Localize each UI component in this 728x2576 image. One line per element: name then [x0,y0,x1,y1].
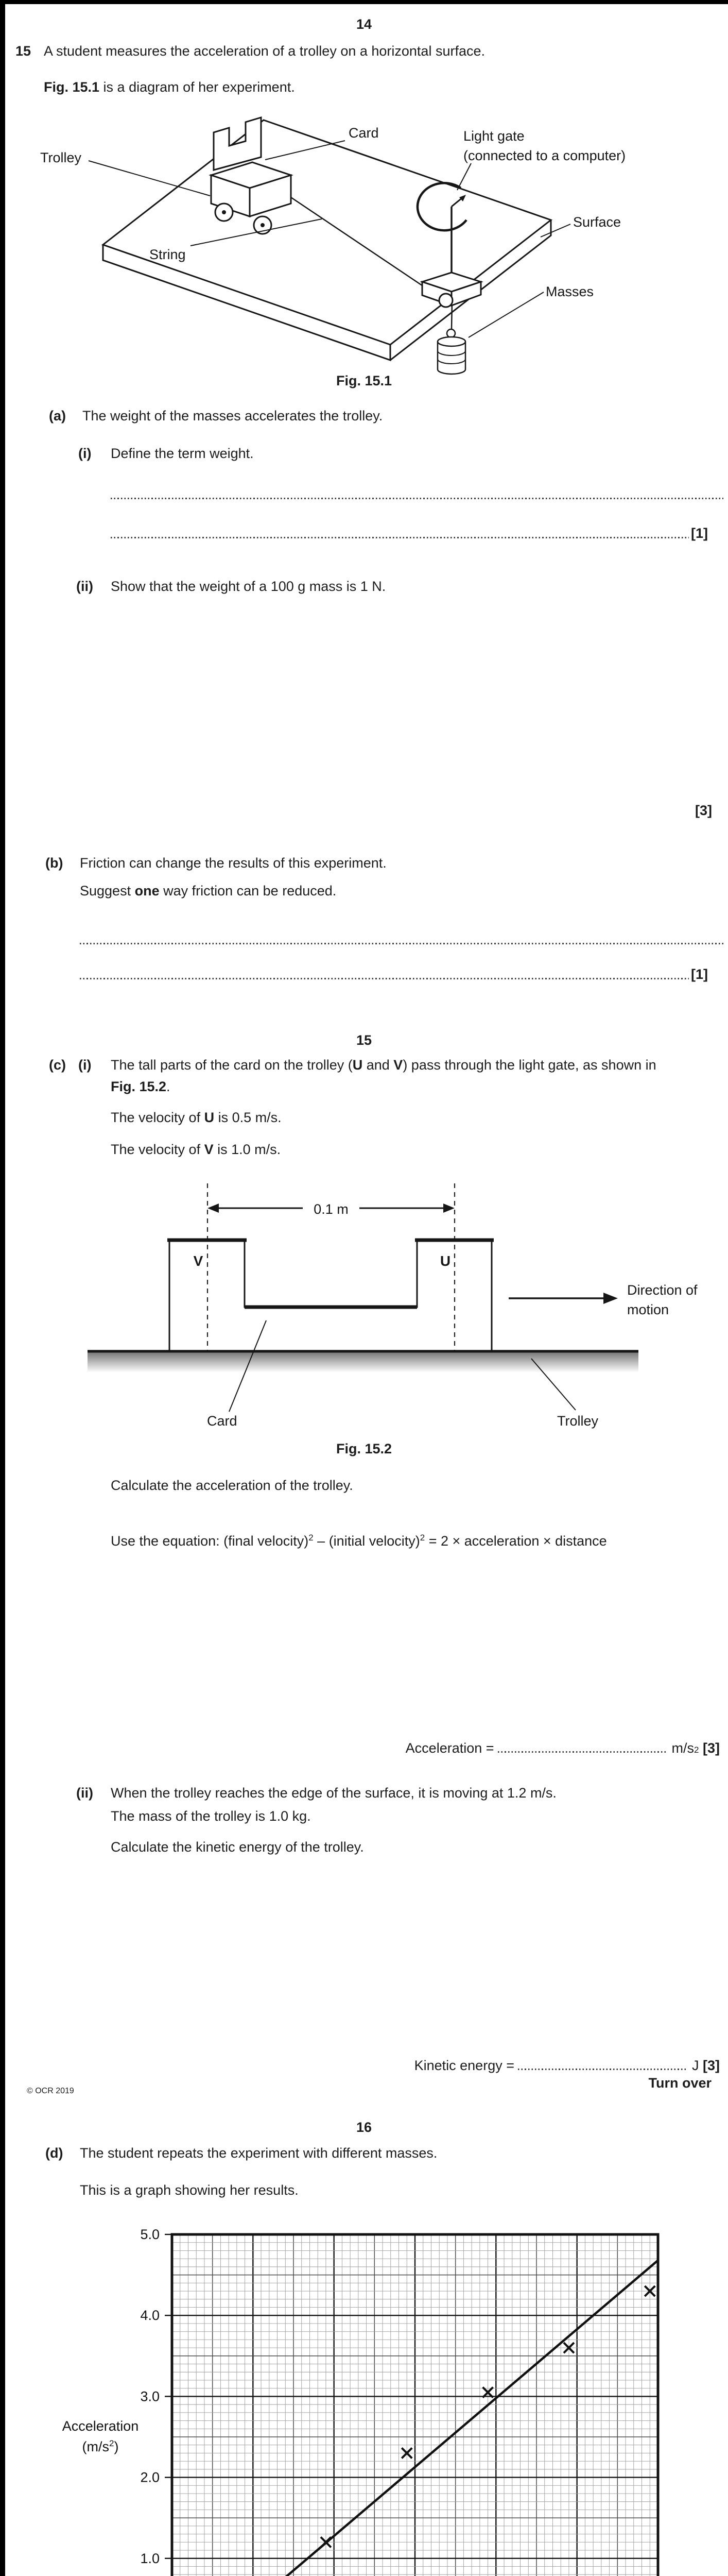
copyright-notice: © OCR 2019 [27,2087,74,2095]
kinetic-energy-answer-row: Kinetic energy = J [3] [414,2058,720,2073]
y-axis-title-line2: (m/s2) [82,2438,119,2454]
fig-15-1-diagram: Card Light gate (connected to a computer… [40,116,626,375]
direction-label-line2: motion [627,1302,669,1317]
part-a-label: (a) [49,408,66,423]
data-point-marker [644,2285,656,2297]
part-c-i-label: (i) [78,1057,92,1073]
question-15-number: 15 [15,43,31,59]
equation-text: Use the equation: (final velocity)2 – (i… [111,1533,607,1549]
data-point-marker [482,2386,494,2398]
part-a-ii-mark: [3] [695,803,712,818]
best-fit-line [285,2259,659,2576]
data-point-marker [320,2536,332,2548]
svg-text:2.0: 2.0 [140,2470,160,2485]
fig-15-1-caption: Fig. 15.1 [336,373,392,388]
v-part-label: V [194,1253,203,1269]
answer-line [80,943,723,944]
part-a-i-text: Define the term weight. [111,446,254,461]
velocity-u-text: The velocity of U is 0.5 m/s. [111,1110,282,1125]
trolley-label: Trolley [557,1413,599,1429]
part-b-label: (b) [45,855,63,871]
data-point-marker [563,2342,575,2354]
trolley-drawing [209,161,293,235]
part-a-i-mark: [1] [691,526,708,541]
dimension-arrow [207,1204,455,1213]
svg-text:5.0: 5.0 [140,2227,160,2242]
part-c-i-text-line2: Fig. 15.2. [111,1079,170,1094]
trolley-leader-line [531,1358,576,1411]
scan-edge-top [0,0,728,4]
string-label: String [149,247,186,262]
masses-leader-line [468,292,544,338]
u-part-label: U [440,1253,450,1269]
calc-acceleration-text: Calculate the acceleration of the trolle… [111,1478,353,1493]
fig-15-2-diagram: 0.1 m V U Direction of motion Card Troll… [88,1183,698,1429]
direction-of-motion-arrow [509,1293,618,1304]
turn-over-label: Turn over [648,2075,712,2091]
surface-board-edge-right [390,220,552,361]
dimension-label: 0.1 m [314,1201,349,1217]
light-gate-label-line1: Light gate [463,128,525,144]
masses-label: Masses [546,284,594,299]
trolley-label: Trolley [40,150,82,165]
acceleration-answer-blank [498,1751,668,1753]
velocity-v-text: The velocity of V is 1.0 m/s. [111,1142,281,1157]
surface-label: Surface [573,214,621,230]
part-a-ii-text: Show that the weight of a 100 g mass is … [111,579,386,594]
surface-leader-line [540,224,571,238]
graph-intro-text: This is a graph showing her results. [80,2182,299,2198]
svg-text:1.0: 1.0 [140,2551,160,2566]
trolley-mass-text: The mass of the trolley is 1.0 kg. [111,1808,311,1824]
scan-edge-left [0,0,5,2576]
part-b-mark: [1] [691,967,708,982]
direction-label-line1: Direction of [627,1282,698,1298]
part-b-prompt: Suggest one way friction can be reduced. [80,883,337,899]
card-label: Card [349,125,379,141]
question-15-intro: A student measures the acceleration of a… [44,43,485,59]
part-c-label: (c) [49,1057,66,1073]
card-profile [167,1238,494,1351]
card-drawing [213,116,262,171]
data-point-marker [401,2447,413,2459]
kinetic-energy-answer-blank [518,2069,688,2070]
answer-line [111,498,723,499]
part-a-text: The weight of the masses accelerates the… [82,408,383,423]
page-number-16: 16 [356,2120,372,2135]
svg-text:4.0: 4.0 [140,2308,160,2323]
card-label: Card [207,1413,237,1429]
part-c-ii-label: (ii) [76,1785,93,1801]
masses-drawing [437,328,466,375]
part-a-ii-label: (ii) [76,579,93,594]
pulley-drawing [438,293,454,308]
light-gate-leader-line [457,163,472,191]
svg-text:3.0: 3.0 [140,2388,160,2404]
card-leader-line [265,140,345,160]
fig-15-2-caption: Fig. 15.2 [336,1441,392,1456]
y-axis-title-line1: Acceleration [62,2418,139,2434]
surface-board-edge-left [102,245,391,362]
results-graph: 0.01.02.03.04.05.06.00.01.02.03.04.05.0F… [62,2227,660,2576]
answer-line [80,978,689,979]
part-c-ii-text: When the trolley reaches the edge of the… [111,1785,557,1801]
answer-line [111,537,689,538]
light-gate-label-line2: (connected to a computer) [463,148,626,163]
page-number-14: 14 [356,16,372,32]
part-d-text: The student repeats the experiment with … [80,2145,438,2161]
page-number-15: 15 [356,1032,372,1048]
part-c-i-text-line1: The tall parts of the card on the trolle… [111,1057,656,1073]
part-b-text: Friction can change the results of this … [80,855,387,871]
card-leader-line [229,1320,267,1412]
trolley-leader-line [88,160,211,196]
string-line [290,196,440,298]
fig-15-1-intro: Fig. 15.1 is a diagram of her experiment… [44,79,295,95]
part-a-i-label: (i) [78,446,92,461]
part-d-label: (d) [45,2145,63,2161]
surface-shading [88,1353,638,1372]
calc-kinetic-energy-text: Calculate the kinetic energy of the trol… [111,1839,364,1855]
string-leader-line [190,218,322,246]
